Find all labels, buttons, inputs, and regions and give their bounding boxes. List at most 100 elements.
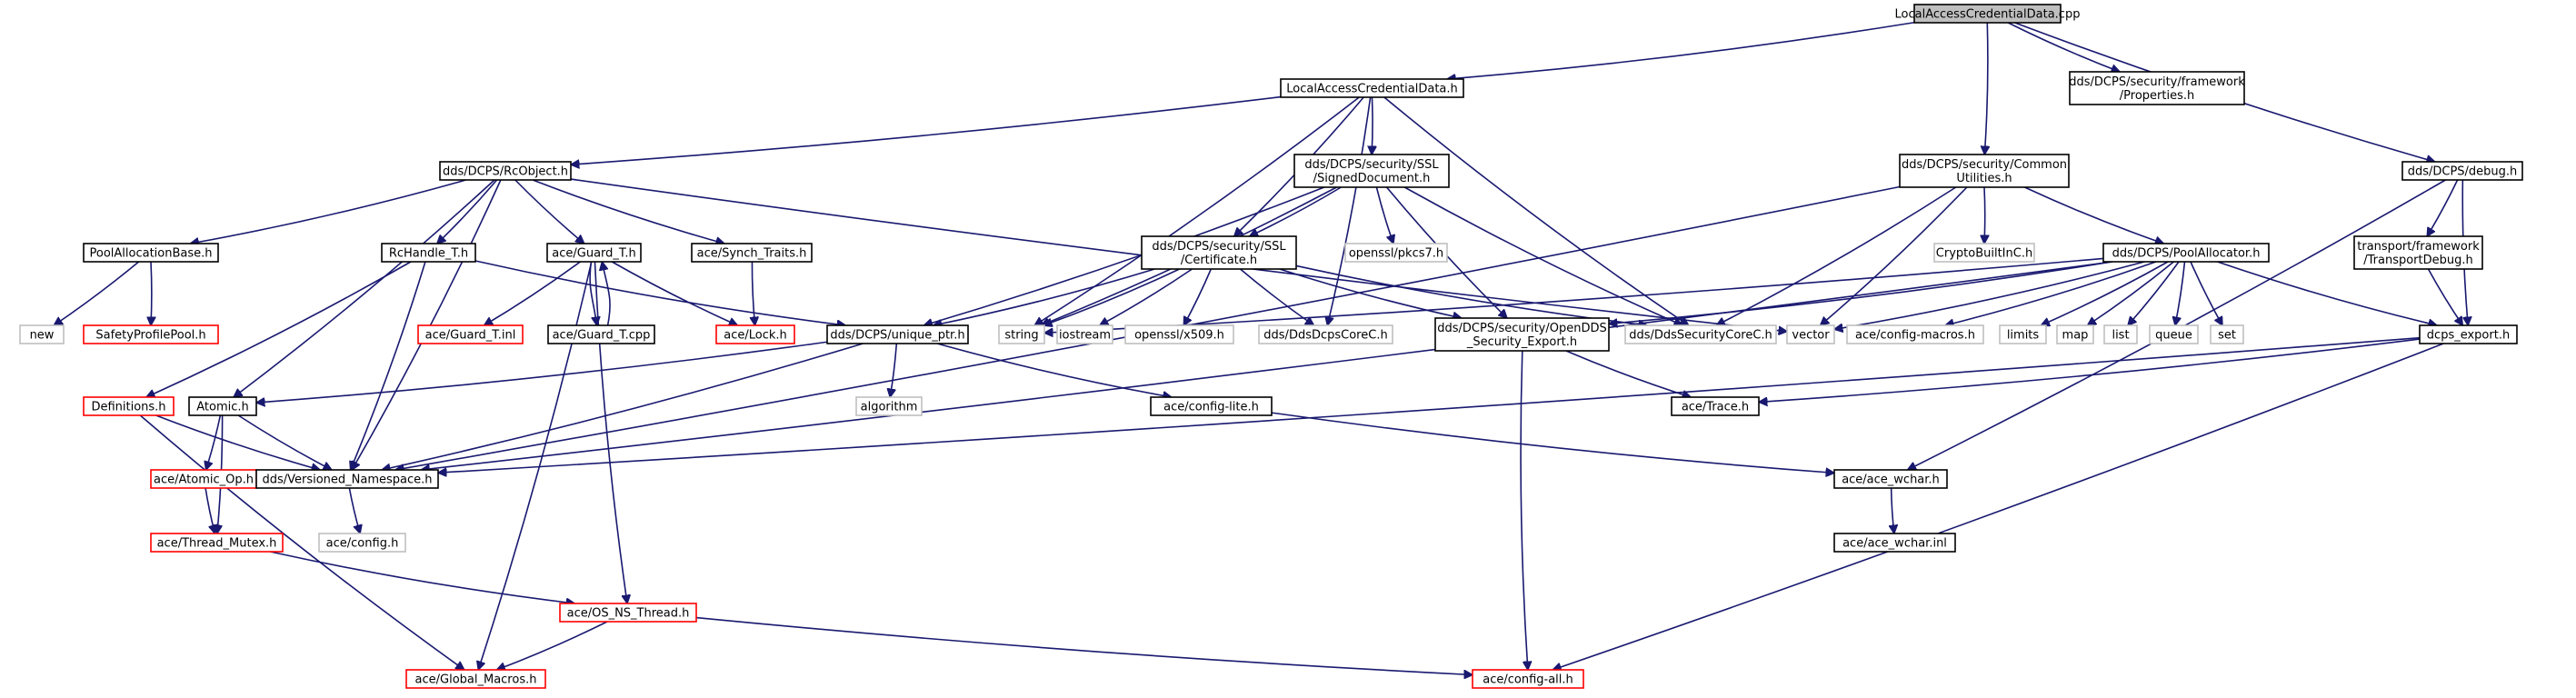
node-box[interactable] (1671, 396, 1760, 416)
node-box[interactable] (1999, 324, 2047, 344)
node-ace-guard-t-inl[interactable]: ace/Guard_T.inl (417, 324, 524, 344)
node-dds-dcps-security-ssl-certificate-h[interactable]: dds/DCPS/security/SSL/Certificate.h (1141, 235, 1297, 270)
node-box[interactable] (2102, 243, 2270, 263)
node-box[interactable] (559, 603, 697, 623)
node-ace-guard-t-h[interactable]: ace/Guard_T.h (546, 243, 642, 263)
node-dds-versioned-namespace-h[interactable]: dds/Versioned_Namespace.h (255, 469, 439, 489)
node-box[interactable] (1833, 469, 1948, 489)
node-new[interactable]: new (19, 324, 65, 344)
node-queue[interactable]: queue (2149, 324, 2199, 344)
node-box[interactable] (405, 669, 546, 689)
node-openssl-pkcs7-h[interactable]: openssl/pkcs7.h (1344, 243, 1448, 263)
node-ace-config-h[interactable]: ace/config.h (318, 533, 406, 553)
node-dds-dcps-unique-ptr-h[interactable]: dds/DCPS/unique_ptr.h (826, 324, 969, 344)
node-rchandle-t-h[interactable]: RcHandle_T.h (381, 243, 476, 263)
node-box[interactable] (691, 243, 813, 263)
node-box[interactable] (1150, 396, 1273, 416)
node-localaccesscredentialdata-cpp[interactable]: LocalAccessCredentialData.cpp (1895, 4, 2081, 24)
node-definitions-h[interactable]: Definitions.h (83, 396, 175, 416)
node-box[interactable] (318, 533, 406, 553)
node-box[interactable] (417, 324, 524, 344)
node-ace-ace-wchar-h[interactable]: ace/ace_wchar.h (1833, 469, 1948, 489)
node-box[interactable] (715, 324, 795, 344)
node-box[interactable] (1899, 154, 2070, 188)
node-atomic-h[interactable]: Atomic.h (188, 396, 257, 416)
node-box[interactable] (2149, 324, 2199, 344)
node-box[interactable] (998, 324, 1045, 344)
node-map[interactable]: map (2056, 324, 2094, 344)
node-box[interactable] (1124, 324, 1234, 344)
node-set[interactable]: set (2210, 324, 2244, 344)
node-cryptobuiltinc-h[interactable]: CryptoBuiltInC.h (1933, 243, 2035, 263)
node-transport-framework-transportdebug-h[interactable]: transport/framework/TransportDebug.h (2353, 235, 2483, 270)
node-ace-atomic-op-h[interactable]: ace/Atomic_Op.h (150, 469, 257, 489)
node-box[interactable] (546, 243, 642, 263)
node-iostream[interactable]: iostream (1056, 324, 1113, 344)
node-box[interactable] (439, 161, 572, 181)
node-ace-config-macros-h[interactable]: ace/config-macros.h (1846, 324, 1984, 344)
node-ace-os-ns-thread-h[interactable]: ace/OS_NS_Thread.h (559, 603, 697, 623)
node-box[interactable] (855, 396, 923, 416)
node-box[interactable] (381, 243, 476, 263)
node-ace-config-lite-h[interactable]: ace/config-lite.h (1150, 396, 1273, 416)
node-safetyprofilepool-h[interactable]: SafetyProfilePool.h (83, 324, 219, 344)
node-box[interactable] (1293, 154, 1450, 188)
node-limits[interactable]: limits (1999, 324, 2047, 344)
node-ace-trace-h[interactable]: ace/Trace.h (1671, 396, 1760, 416)
node-dds-dcps-rcobject-h[interactable]: dds/DCPS/RcObject.h (439, 161, 572, 181)
node-box[interactable] (1141, 235, 1297, 270)
node-localaccesscredentialdata-h[interactable]: LocalAccessCredentialData.h (1280, 78, 1464, 98)
node-openssl-x509-h[interactable]: openssl/x509.h (1124, 324, 1234, 344)
node-ace-lock-h[interactable]: ace/Lock.h (715, 324, 795, 344)
node-box[interactable] (1434, 317, 1610, 352)
node-dds-ddssecuritycorec-h[interactable]: dds/DdsSecurityCoreC.h (1624, 324, 1777, 344)
node-box[interactable] (150, 533, 284, 553)
node-vector[interactable]: vector (1786, 324, 1835, 344)
node-box[interactable] (2210, 324, 2244, 344)
node-dcps-export-h[interactable]: dcps_export.h (2419, 324, 2518, 344)
node-box[interactable] (255, 469, 439, 489)
node-box[interactable] (1344, 243, 1448, 263)
node-algorithm[interactable]: algorithm (855, 396, 923, 416)
node-box[interactable] (1624, 324, 1777, 344)
node-box[interactable] (1786, 324, 1835, 344)
node-box[interactable] (188, 396, 257, 416)
node-box[interactable] (83, 324, 219, 344)
node-ace-config-all-h[interactable]: ace/config-all.h (1472, 669, 1584, 689)
node-box[interactable] (1472, 669, 1584, 689)
node-dds-ddsdcpscorec-h[interactable]: dds/DdsDcpsCoreC.h (1258, 324, 1393, 344)
node-dds-dcps-security-ssl-signeddocument-h[interactable]: dds/DCPS/security/SSL/SignedDocument.h (1293, 154, 1450, 188)
node-box[interactable] (547, 324, 655, 344)
node-dds-dcps-poolallocator-h[interactable]: dds/DCPS/PoolAllocator.h (2102, 243, 2270, 263)
node-box[interactable] (19, 324, 65, 344)
node-box[interactable] (826, 324, 969, 344)
node-ace-synch-traits-h[interactable]: ace/Synch_Traits.h (691, 243, 813, 263)
node-ace-ace-wchar-inl[interactable]: ace/ace_wchar.inl (1833, 533, 1956, 553)
node-dds-dcps-debug-h[interactable]: dds/DCPS/debug.h (2401, 161, 2523, 181)
node-box[interactable] (1846, 324, 1984, 344)
node-ace-guard-t-cpp[interactable]: ace/Guard_T.cpp (547, 324, 655, 344)
node-box[interactable] (1258, 324, 1393, 344)
node-box[interactable] (1833, 533, 1956, 553)
node-dds-dcps-security-framework-properties-h[interactable]: dds/DCPS/security/framework/Properties.h (2069, 71, 2245, 105)
node-dds-dcps-security-opendds-security-export-h[interactable]: dds/DCPS/security/OpenDDS_Security_Expor… (1434, 317, 1610, 352)
node-box[interactable] (2401, 161, 2523, 181)
node-box[interactable] (2353, 235, 2483, 270)
node-poolallocationbase-h[interactable]: PoolAllocationBase.h (83, 243, 219, 263)
node-box[interactable] (2419, 324, 2518, 344)
node-box[interactable] (1056, 324, 1113, 344)
node-ace-global-macros-h[interactable]: ace/Global_Macros.h (405, 669, 546, 689)
node-string[interactable]: string (998, 324, 1045, 344)
node-box[interactable] (1913, 4, 2062, 24)
node-box[interactable] (83, 396, 175, 416)
node-box[interactable] (2103, 324, 2138, 344)
node-ace-thread-mutex-h[interactable]: ace/Thread_Mutex.h (150, 533, 284, 553)
node-box[interactable] (1280, 78, 1464, 98)
node-box[interactable] (1933, 243, 2035, 263)
node-label: ace/ace_wchar.inl (1842, 537, 1947, 551)
node-box[interactable] (83, 243, 219, 263)
node-list[interactable]: list (2103, 324, 2138, 344)
node-box[interactable] (2056, 324, 2094, 344)
node-box[interactable] (2069, 71, 2245, 105)
